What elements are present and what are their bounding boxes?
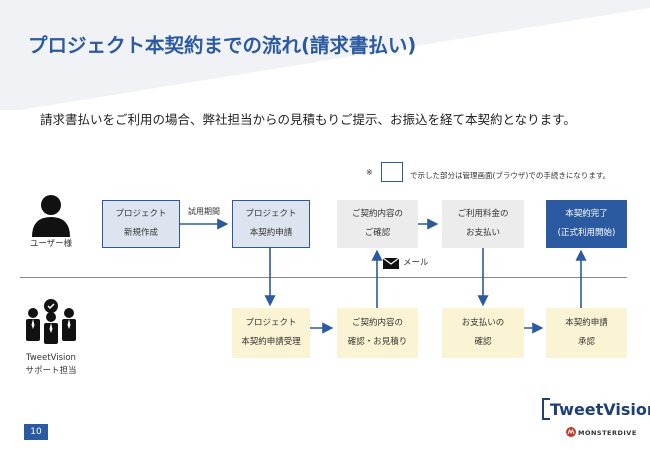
support-actor-role: サポート担当 bbox=[25, 366, 77, 376]
legend-swatch bbox=[381, 162, 403, 182]
step-project-create-line2: 新規作成 bbox=[123, 228, 158, 238]
step-payment: ご利用料金の お支払い bbox=[442, 200, 524, 248]
user-icon bbox=[32, 195, 70, 237]
mail-label: メール bbox=[403, 258, 429, 268]
tweetvision-logo-icon bbox=[542, 398, 550, 420]
lane-divider bbox=[20, 277, 627, 278]
step-payment-line1: ご利用料金の bbox=[457, 209, 509, 219]
mail-icon bbox=[383, 258, 399, 269]
legend-asterisk: ※ bbox=[366, 168, 373, 177]
support-payment-check-line2: 確認 bbox=[474, 337, 492, 347]
step-payment-line2: お支払い bbox=[465, 228, 500, 238]
support-actor-name: TweetVision bbox=[26, 353, 76, 363]
support-approval-line2: 承認 bbox=[577, 337, 595, 347]
step-contract-complete-line1: 本契約完了 bbox=[565, 209, 608, 219]
support-quote-line2: 確認・お見積り bbox=[347, 337, 408, 347]
support-application-received-line2: 本契約申請受理 bbox=[241, 337, 301, 347]
page-subtitle: 請求書払いをご利用の場合、弊社担当からの見積もりご提示、お振込を経て本契約となり… bbox=[40, 112, 576, 127]
monsterdive-logo-icon bbox=[566, 427, 576, 437]
support-actor-label: TweetVision サポート担当 bbox=[14, 352, 88, 378]
support-approval: 本契約申請 承認 bbox=[546, 308, 627, 358]
legend-text: で示した部分は管理画面(ブラウザ)での手続きになります。 bbox=[410, 171, 611, 180]
user-actor-label: ユーザー様 bbox=[29, 239, 73, 249]
page-title: プロジェクト本契約までの流れ(請求書払い) bbox=[28, 34, 417, 57]
support-payment-check-line1: お支払いの bbox=[461, 318, 505, 328]
support-quote: ご契約内容の 確認・お見積り bbox=[337, 308, 418, 358]
support-approval-line1: 本契約申請 bbox=[565, 318, 608, 328]
step-contract-application-line1: プロジェクト bbox=[245, 209, 297, 219]
step-contract-review-line1: ご契約内容の bbox=[351, 209, 403, 219]
corner-decoration bbox=[0, 0, 650, 110]
tweetvision-logo: TweetVision bbox=[550, 400, 650, 419]
step-contract-complete-line2: (正式利用開始) bbox=[557, 228, 616, 238]
step-contract-complete: 本契約完了 (正式利用開始) bbox=[546, 200, 627, 248]
step-contract-review-line2: ご確認 bbox=[364, 228, 391, 238]
trial-period-label: 試用期間 bbox=[188, 207, 220, 216]
support-application-received: プロジェクト 本契約申請受理 bbox=[232, 308, 310, 358]
step-contract-application: プロジェクト 本契約申請 bbox=[232, 200, 310, 248]
step-contract-application-line2: 本契約申請 bbox=[249, 228, 293, 238]
monsterdive-logo: MONSTERDIVE bbox=[578, 429, 637, 437]
step-project-create: プロジェクト 新規作成 bbox=[102, 200, 180, 248]
page-number: 10 bbox=[24, 424, 48, 440]
step-project-create-line1: プロジェクト bbox=[115, 209, 167, 219]
support-quote-line1: ご契約内容の bbox=[351, 318, 403, 328]
support-team-icon bbox=[26, 299, 76, 344]
step-contract-review: ご契約内容の ご確認 bbox=[337, 200, 418, 248]
support-payment-check: お支払いの 確認 bbox=[442, 308, 524, 358]
support-application-received-line1: プロジェクト bbox=[245, 318, 297, 328]
